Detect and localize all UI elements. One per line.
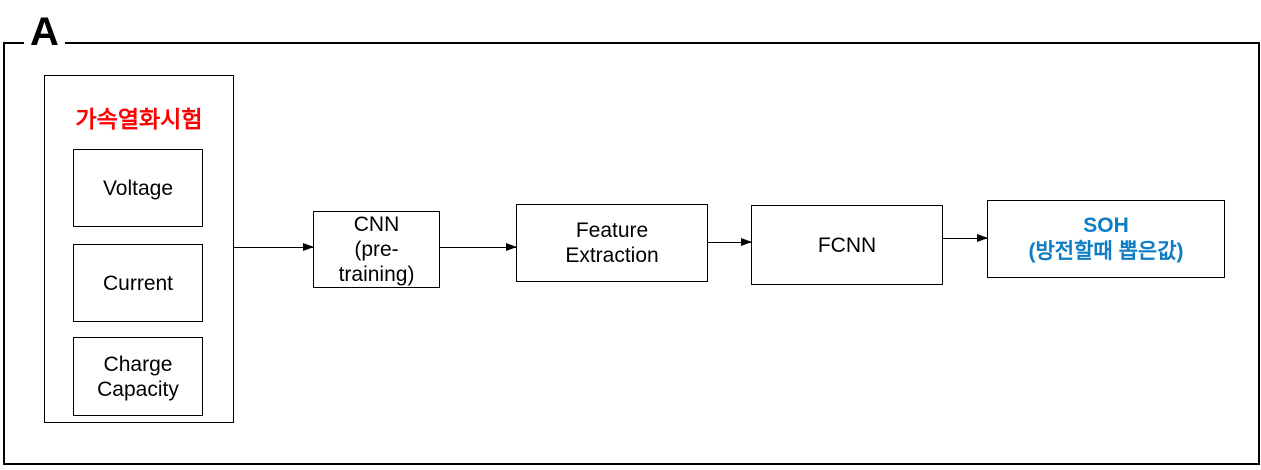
- flow-arrow-cnn-to-feature-extraction: [440, 242, 517, 251]
- flow-arrow-fcnn-to-soh: [943, 233, 988, 242]
- cnn-label-line2: (pre-: [354, 238, 399, 261]
- current-label: Current: [102, 271, 174, 295]
- voltage-node: Voltage: [73, 149, 203, 227]
- charge-capacity-node: Charge Capacity: [73, 337, 203, 416]
- cnn-label-line1: CNN: [353, 213, 400, 236]
- feature-extraction-node: Feature Extraction: [516, 204, 708, 282]
- flow-arrow-inputs-to-cnn: [234, 242, 314, 251]
- soh-label-line2: (방전할때 뽑은값): [1028, 240, 1184, 263]
- fcnn-node: FCNN: [751, 205, 943, 285]
- panel-label: A: [24, 10, 65, 54]
- arrowhead-icon: [741, 237, 752, 246]
- cnn-node: CNN (pre- training): [313, 211, 440, 288]
- feature-extraction-label-line1: Feature: [575, 219, 649, 242]
- soh-node: SOH (방전할때 뽑은값): [987, 200, 1225, 278]
- arrowhead-icon: [506, 242, 517, 251]
- cnn-label-line3: training): [338, 263, 415, 286]
- figure-frame: [3, 42, 1260, 465]
- feature-extraction-label-line2: Extraction: [565, 244, 659, 267]
- current-node: Current: [73, 244, 203, 322]
- flow-arrow-feature-extraction-to-fcnn: [708, 237, 752, 246]
- arrowhead-icon: [303, 242, 314, 251]
- input-group-title: 가속열화시험: [75, 106, 203, 132]
- charge-capacity-label: Charge Capacity: [97, 352, 179, 401]
- soh-label-line1: SOH: [1083, 214, 1129, 237]
- fcnn-label: FCNN: [817, 233, 877, 257]
- arrowhead-icon: [977, 233, 988, 242]
- voltage-label: Voltage: [102, 176, 174, 200]
